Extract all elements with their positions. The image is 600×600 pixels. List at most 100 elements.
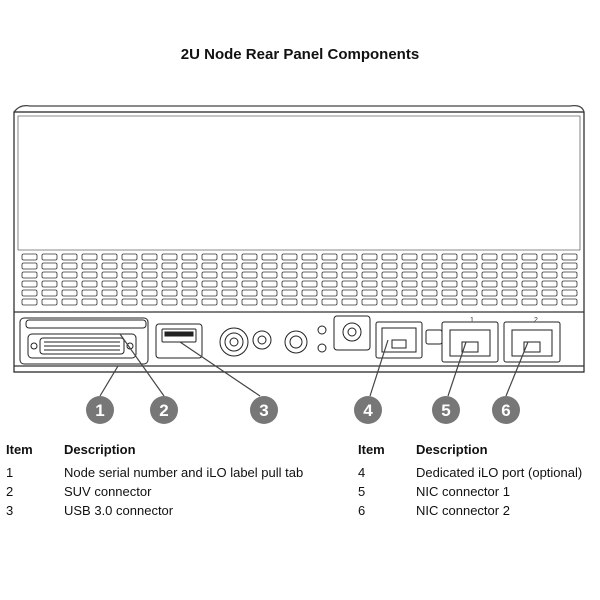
vent-slot <box>381 298 398 306</box>
svg-text:1: 1 <box>95 401 104 420</box>
vent-slot <box>41 262 58 270</box>
callout-4: 4 <box>354 396 382 424</box>
vent-slot <box>541 271 558 279</box>
vent-slot <box>561 280 578 288</box>
vent-slot <box>521 271 538 279</box>
vent-slot <box>541 253 558 261</box>
vent-slot <box>41 298 58 306</box>
vent-slot <box>161 253 178 261</box>
power-knob[interactable] <box>219 327 249 357</box>
vent-slot <box>461 280 478 288</box>
vent-slot <box>241 262 258 270</box>
vent-slot <box>101 289 118 297</box>
vent-slot <box>361 289 378 297</box>
svg-text:5: 5 <box>441 401 450 420</box>
pull-tab[interactable] <box>25 319 147 329</box>
vent-slot <box>401 289 418 297</box>
svg-text:4: 4 <box>363 401 373 420</box>
vent-slot <box>41 253 58 261</box>
vent-slot <box>161 262 178 270</box>
vent-slot <box>141 253 158 261</box>
vent-slot <box>21 289 38 297</box>
vent-slot <box>101 271 118 279</box>
vent-slot <box>181 262 198 270</box>
vent-slot <box>301 271 318 279</box>
vent-slot <box>281 289 298 297</box>
vent-slot <box>201 271 218 279</box>
vent-slot <box>501 253 518 261</box>
vent-slot <box>161 298 178 306</box>
vent-slot <box>501 271 518 279</box>
svg-text:3: 3 <box>259 401 268 420</box>
vent-slot <box>141 289 158 297</box>
vent-slot <box>281 271 298 279</box>
vent-slot <box>421 280 438 288</box>
vent-slot <box>221 280 238 288</box>
vent-slot <box>281 262 298 270</box>
ilo-port[interactable] <box>375 321 443 359</box>
vent-slot <box>481 280 498 288</box>
nic-connector-2[interactable] <box>503 321 561 363</box>
vent-slot <box>241 289 258 297</box>
chassis-body <box>13 105 585 373</box>
vent-slot <box>81 271 98 279</box>
usb-connector[interactable] <box>155 323 203 359</box>
vent-slot <box>301 298 318 306</box>
vent-slot <box>561 262 578 270</box>
page-title: 2U Node Rear Panel Components <box>180 46 420 63</box>
vent-slot <box>421 289 438 297</box>
vent-slot <box>261 253 278 261</box>
vent-grid <box>21 253 578 306</box>
vent-slot <box>541 298 558 306</box>
vent-slot <box>121 298 138 306</box>
vent-slot <box>221 262 238 270</box>
legend-row: 2 SUV connector <box>6 484 152 499</box>
vent-slot <box>201 253 218 261</box>
vent-slot <box>321 280 338 288</box>
vent-slot <box>341 253 358 261</box>
vent-slot <box>461 253 478 261</box>
legend-row: 5 NIC connector 1 <box>358 484 510 499</box>
vent-slot <box>401 253 418 261</box>
legend-left: Item Description 1 Node serial number an… <box>6 440 326 520</box>
callout-1: 1 <box>86 396 114 424</box>
vent-slot <box>261 280 278 288</box>
nic-1-port-label: 1 <box>470 317 474 324</box>
vent-slot <box>121 280 138 288</box>
vent-slot <box>221 298 238 306</box>
vent-slot <box>441 298 458 306</box>
vent-slot <box>461 262 478 270</box>
rear-panel-diagram: 1 2 1 2 3 4 5 6 <box>13 105 585 424</box>
vent-slot <box>181 289 198 297</box>
vent-slot <box>281 280 298 288</box>
callout-3: 3 <box>250 396 278 424</box>
vent-slot <box>301 253 318 261</box>
vent-slot <box>481 289 498 297</box>
legend-row: 4 Dedicated iLO port (optional) <box>358 465 583 480</box>
suv-connector[interactable] <box>27 333 137 359</box>
legend-left-header: Item Description <box>6 440 326 459</box>
vent-slot <box>181 271 198 279</box>
vent-slot <box>521 253 538 261</box>
vent-slot <box>41 289 58 297</box>
vent-slot <box>381 253 398 261</box>
vent-slot <box>381 271 398 279</box>
legend-row: 1 Node serial number and iLO label pull … <box>6 465 304 480</box>
vent-slot <box>121 289 138 297</box>
vent-slot <box>221 253 238 261</box>
vent-slot <box>361 280 378 288</box>
header-item: Item <box>6 442 33 457</box>
vent-slot <box>21 253 38 261</box>
nic-connector-1[interactable] <box>441 321 499 363</box>
vent-slot <box>281 298 298 306</box>
vent-slot <box>501 298 518 306</box>
vent-slot <box>21 280 38 288</box>
vent-slot <box>301 262 318 270</box>
vent-slot <box>261 271 278 279</box>
vent-slot <box>41 271 58 279</box>
vent-slot <box>101 262 118 270</box>
vent-slot <box>461 271 478 279</box>
vent-slot <box>321 289 338 297</box>
vent-slot <box>341 289 358 297</box>
header-description: Description <box>64 442 136 457</box>
